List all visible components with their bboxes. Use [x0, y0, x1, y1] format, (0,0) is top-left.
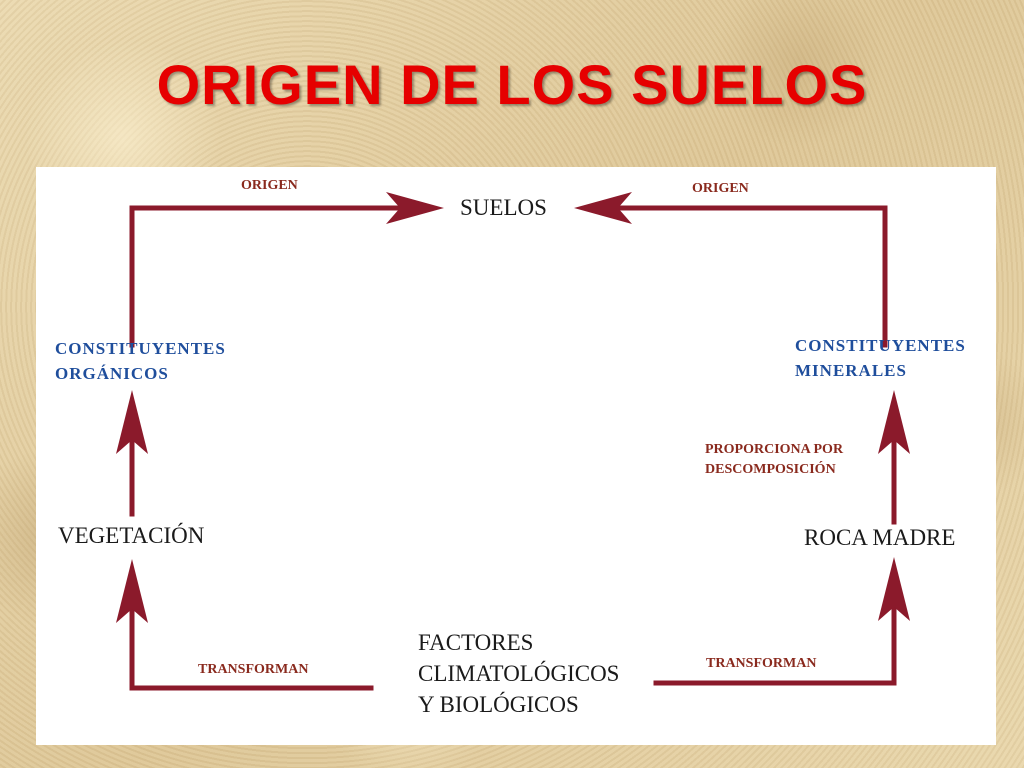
slide-title: ORIGEN DE LOS SUELOS: [156, 53, 868, 116]
arrowhead-top-right: [574, 192, 632, 224]
arrowhead-top-left: [386, 192, 444, 224]
proporciona-line-1: PROPORCIONA POR: [705, 442, 844, 457]
minerales-line-2: MINERALES: [795, 361, 907, 380]
soil-origin-diagram: SUELOS ORIGEN ORIGEN CONSTITUYENTES ORGÁ…: [36, 167, 996, 745]
node-constituyentes-minerales: CONSTITUYENTES MINERALES: [795, 333, 966, 383]
factores-line-3: Y BIOLÓGICOS: [418, 692, 579, 717]
label-transforman-right: TRANSFORMAN: [706, 656, 817, 671]
organicos-line-1: CONSTITUYENTES: [55, 339, 226, 358]
arrowhead-right-lower: [878, 557, 910, 621]
node-constituyentes-organicos: CONSTITUYENTES ORGÁNICOS: [55, 336, 226, 386]
label-proporciona: PROPORCIONA POR DESCOMPOSICIÓN: [705, 440, 843, 480]
node-factores: FACTORES CLIMATOLÓGICOS Y BIOLÓGICOS: [418, 627, 619, 720]
node-vegetacion: VEGETACIÓN: [58, 523, 205, 548]
factores-line-1: FACTORES: [418, 630, 534, 655]
right-bottom-line: [653, 592, 897, 686]
organicos-line-2: ORGÁNICOS: [55, 364, 169, 383]
arrowhead-right-upper: [878, 390, 910, 454]
label-transforman-left: TRANSFORMAN: [198, 662, 309, 677]
arrowhead-left-upper: [116, 390, 148, 454]
left-bottom-line: [129, 576, 374, 691]
right-top-line: [616, 205, 888, 348]
proporciona-line-2: DESCOMPOSICIÓN: [705, 462, 836, 477]
factores-line-2: CLIMATOLÓGICOS: [418, 661, 620, 686]
arrows-layer: [116, 192, 910, 691]
arrowhead-left-lower: [116, 559, 148, 623]
label-origen-right: ORIGEN: [692, 181, 749, 196]
minerales-line-1: CONSTITUYENTES: [795, 336, 966, 355]
left-top-line: [129, 205, 404, 348]
label-origen-left: ORIGEN: [241, 178, 298, 193]
node-roca-madre: ROCA MADRE: [804, 525, 956, 550]
node-suelos: SUELOS: [460, 195, 547, 220]
